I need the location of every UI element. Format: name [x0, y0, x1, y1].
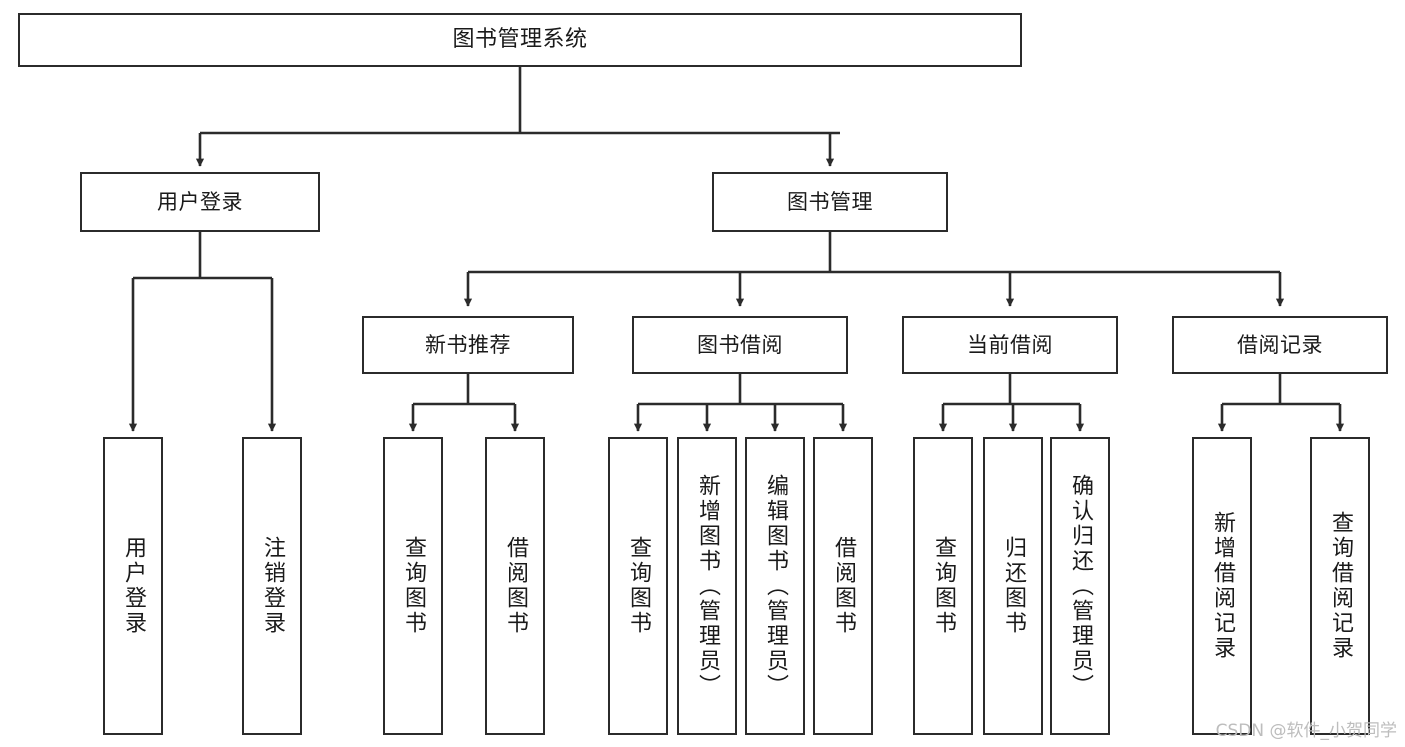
node-label: 图书管理系统	[452, 27, 588, 53]
leaf-logout[interactable]: 注销登录	[242, 437, 302, 735]
node-label: 查询图书	[626, 536, 651, 636]
leaf-borrow-book-recommend[interactable]: 借阅图书	[485, 437, 545, 735]
node-label: 图书管理	[787, 189, 873, 214]
leaf-return-book[interactable]: 归还图书	[983, 437, 1043, 735]
node-label: 查询借阅记录	[1328, 511, 1353, 661]
node-label: 新书推荐	[425, 332, 511, 357]
node-label: 借阅图书	[503, 536, 528, 636]
node-book-management[interactable]: 图书管理	[712, 172, 948, 232]
node-label: 归还图书	[1001, 536, 1026, 636]
node-label: 新增图书（管理员）	[695, 473, 720, 699]
leaf-edit-book[interactable]: 编辑图书（管理员）	[745, 437, 805, 735]
leaf-borrow-book[interactable]: 借阅图书	[813, 437, 873, 735]
leaf-query-book-current[interactable]: 查询图书	[913, 437, 973, 735]
node-label: 借阅图书	[831, 536, 856, 636]
node-label: 借阅记录	[1237, 332, 1323, 357]
node-label: 图书借阅	[697, 332, 783, 357]
leaf-query-book-recommend[interactable]: 查询图书	[383, 437, 443, 735]
node-label: 查询图书	[931, 536, 956, 636]
leaf-query-borrow-record[interactable]: 查询借阅记录	[1310, 437, 1370, 735]
node-label: 用户登录	[121, 536, 146, 636]
node-label: 用户登录	[157, 189, 243, 214]
leaf-add-book[interactable]: 新增图书（管理员）	[677, 437, 737, 735]
node-label: 确认归还（管理员）	[1068, 473, 1093, 699]
node-book-borrow[interactable]: 图书借阅	[632, 316, 848, 374]
leaf-confirm-return[interactable]: 确认归还（管理员）	[1050, 437, 1110, 735]
csdn-watermark: CSDN @软件_小贺同学	[1215, 721, 1397, 741]
node-user-login[interactable]: 用户登录	[80, 172, 320, 232]
leaf-query-book-borrow[interactable]: 查询图书	[608, 437, 668, 735]
leaf-add-borrow-record[interactable]: 新增借阅记录	[1192, 437, 1252, 735]
node-label: 注销登录	[260, 536, 285, 636]
node-new-book-recommend[interactable]: 新书推荐	[362, 316, 574, 374]
node-label: 查询图书	[401, 536, 426, 636]
node-current-borrow[interactable]: 当前借阅	[902, 316, 1118, 374]
node-label: 新增借阅记录	[1210, 511, 1235, 661]
node-label: 编辑图书（管理员）	[763, 473, 788, 699]
node-root-book-management-system[interactable]: 图书管理系统	[18, 13, 1022, 67]
node-borrow-record[interactable]: 借阅记录	[1172, 316, 1388, 374]
node-label: 当前借阅	[967, 332, 1053, 357]
leaf-user-login[interactable]: 用户登录	[103, 437, 163, 735]
